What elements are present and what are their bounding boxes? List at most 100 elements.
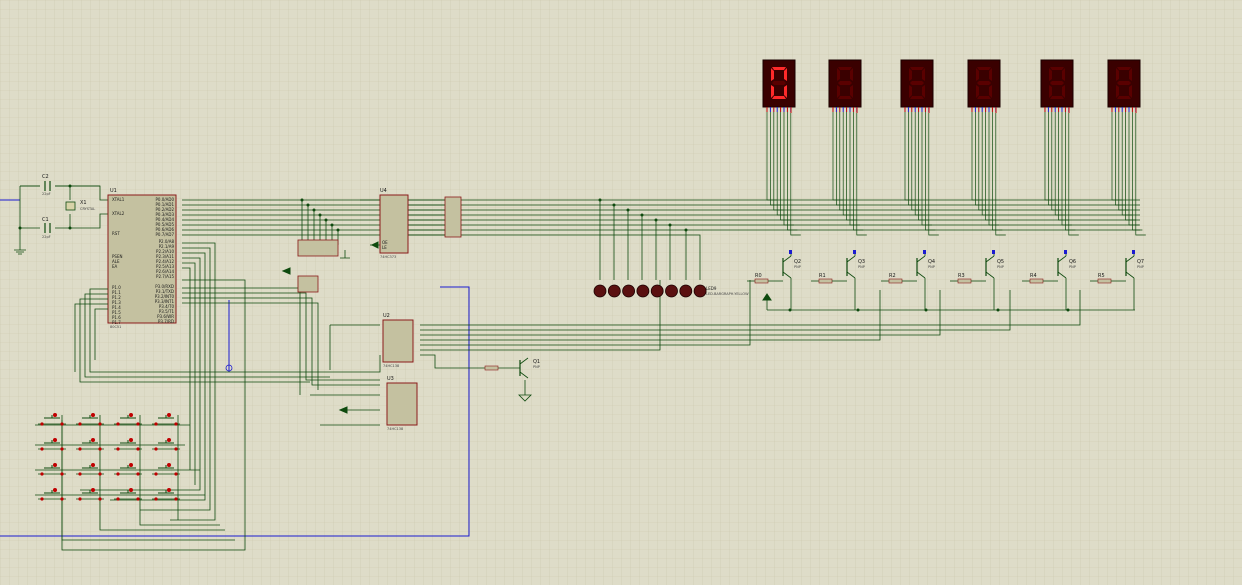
led-4	[650, 284, 664, 298]
x1-ref: X1	[80, 200, 87, 206]
q1-type: PNP	[533, 365, 540, 369]
svg-text:P0.7/AD7: P0.7/AD7	[156, 232, 175, 237]
key-button[interactable]	[152, 488, 180, 501]
segment-d	[838, 96, 852, 99]
svg-text:P0.5/AD5: P0.5/AD5	[156, 222, 175, 227]
u2-ref: U2	[383, 313, 390, 319]
led-bar-label: LED-BARGRAPH-YELLOW	[706, 292, 749, 296]
key-button[interactable]	[114, 463, 142, 476]
key-button[interactable]	[114, 488, 142, 501]
segment-c	[850, 85, 853, 98]
display-4	[1040, 59, 1079, 236]
q1-base-resistor	[484, 365, 499, 371]
decoder-u2[interactable]: U2 74HC138	[382, 313, 414, 368]
resistor-label: R1	[819, 273, 826, 279]
segment-a	[1117, 67, 1131, 70]
segment-a	[977, 67, 991, 70]
svg-text:P2.0/A8: P2.0/A8	[159, 239, 175, 244]
transistor-type: PNP	[1137, 265, 1144, 269]
resistor-label: R0	[755, 273, 762, 279]
resistor-label: R4	[1030, 273, 1037, 279]
seven-segment-displays	[762, 59, 1146, 236]
svg-text:P1.1: P1.1	[112, 290, 121, 295]
resistor-r1	[818, 278, 833, 284]
u4-ref: U4	[380, 188, 387, 194]
c1-value: 22pF	[42, 235, 51, 239]
segment-b	[784, 68, 787, 81]
u4-le: LE	[382, 245, 387, 250]
svg-text:P0.0/AD0: P0.0/AD0	[156, 197, 175, 202]
svg-text:P2.4/A12: P2.4/A12	[156, 259, 174, 264]
display-1	[828, 59, 867, 236]
resistor-r0	[754, 278, 769, 284]
transistor-label: Q2	[794, 259, 801, 265]
key-button[interactable]	[152, 438, 180, 451]
segment-a	[772, 67, 786, 70]
transistor-type: PNP	[997, 265, 1004, 269]
svg-text:P1.0: P1.0	[112, 285, 121, 290]
segment-c	[922, 85, 925, 98]
svg-text:P0.3/AD3: P0.3/AD3	[156, 212, 175, 217]
display-2	[900, 59, 939, 236]
resistor-r2	[888, 278, 903, 284]
u1-right-pin-labels: P0.0/AD0 P0.1/AD1 P0.2/AD2 P0.3/AD3 P0.4…	[155, 197, 175, 324]
segment-g	[977, 81, 991, 85]
display-5	[1107, 59, 1146, 236]
svg-text:P2.2/A10: P2.2/A10	[156, 249, 174, 254]
key-button[interactable]	[76, 413, 104, 426]
key-button[interactable]	[38, 488, 66, 501]
resistor-label: R5	[1098, 273, 1105, 279]
resistor-r4	[1029, 278, 1044, 284]
segment-e	[837, 85, 840, 98]
key-button[interactable]	[76, 438, 104, 451]
ground-symbols	[281, 241, 772, 414]
resistor-network-u4-out	[444, 196, 462, 238]
q1-ref: Q1	[533, 359, 540, 365]
transistor-q1[interactable]: Q1 PNP	[484, 357, 540, 379]
key-button[interactable]	[38, 413, 66, 426]
key-button[interactable]	[114, 438, 142, 451]
transistor-type: PNP	[858, 265, 865, 269]
segment-d	[1050, 96, 1064, 99]
svg-text:P1.2: P1.2	[112, 295, 121, 300]
segment-e	[771, 85, 774, 98]
segment-f	[771, 68, 774, 81]
svg-text:P1.4: P1.4	[112, 305, 121, 310]
key-button[interactable]	[76, 488, 104, 501]
segment-c	[784, 85, 787, 98]
keypad-matrix[interactable]	[38, 413, 180, 501]
led-2	[622, 284, 635, 298]
decoder-u3[interactable]: U3 74HC138	[386, 376, 418, 431]
key-button[interactable]	[152, 463, 180, 476]
svg-text:P2.3/A11: P2.3/A11	[156, 254, 174, 259]
resistor-label: R2	[889, 273, 896, 279]
segment-f	[837, 68, 840, 81]
c2-value: 22pF	[42, 192, 51, 196]
led-0	[593, 284, 607, 298]
led-1	[607, 284, 621, 298]
svg-text:P1.5: P1.5	[112, 310, 121, 315]
transistor-label: Q5	[997, 259, 1004, 265]
key-button[interactable]	[38, 438, 66, 451]
resistor-r5	[1097, 278, 1112, 284]
segment-g	[1050, 81, 1064, 85]
svg-text:P0.2/AD2: P0.2/AD2	[156, 207, 175, 212]
segment-d	[772, 96, 786, 99]
segment-a	[1050, 67, 1064, 70]
key-button[interactable]	[38, 463, 66, 476]
microcontroller-u1[interactable]: U1 80C51 XTAL1 XTAL2 RST PSEN ALE EA P1.…	[107, 188, 177, 329]
svg-text:XTAL2: XTAL2	[112, 211, 125, 216]
key-button[interactable]	[152, 413, 180, 426]
svg-text:EA: EA	[112, 264, 118, 269]
latch-u4[interactable]: U4 74HC373 OE LE	[379, 188, 409, 259]
segment-d	[910, 96, 924, 99]
key-button[interactable]	[76, 463, 104, 476]
key-button[interactable]	[114, 413, 142, 426]
led-5	[665, 284, 678, 298]
segment-e	[909, 85, 912, 98]
junctions	[18, 184, 1070, 312]
